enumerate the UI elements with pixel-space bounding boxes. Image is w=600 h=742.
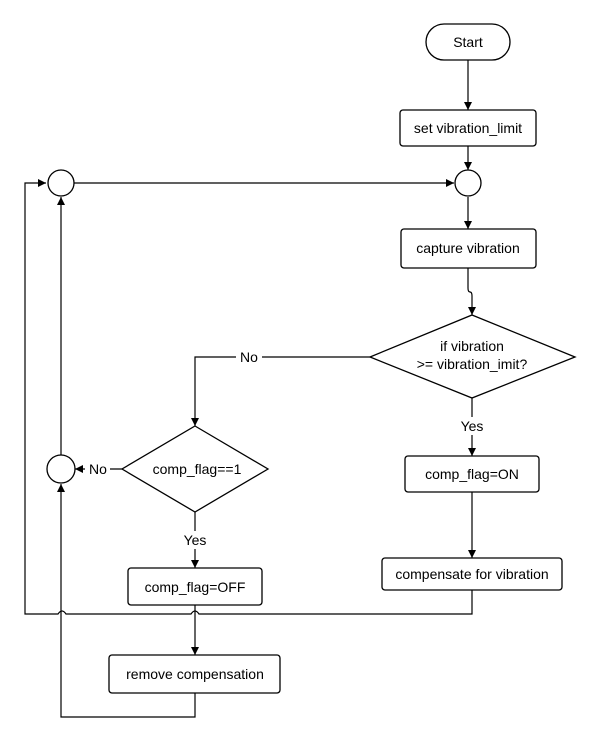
comp-off-box: comp_flag=OFF	[127, 567, 263, 606]
decision-vibration: if vibration >= vibration_imit?	[368, 314, 577, 399]
set-limit-box: set vibration_limit	[399, 109, 537, 147]
decision-flag: comp_flag==1	[120, 425, 270, 513]
edge-vibration-no	[191, 356, 370, 426]
comp-on-label: comp_flag=ON	[425, 466, 519, 482]
edge-capture-to-decision	[467, 268, 476, 315]
compensate-box: compensate for vibration	[381, 557, 563, 591]
remove-label: remove compensation	[126, 666, 264, 682]
edges	[24, 60, 476, 718]
edge-labels: No Yes No Yes	[85, 348, 486, 549]
edge-label-vibration-yes: Yes	[461, 418, 484, 434]
edge-remove-to-lower-junction	[57, 484, 196, 718]
edge-label-flag-yes: Yes	[184, 532, 207, 548]
start-node: Start	[425, 23, 511, 61]
junction-lower-left	[46, 454, 76, 484]
edge-label-vibration-no: No	[240, 349, 258, 365]
capture-label: capture vibration	[416, 240, 520, 256]
edge-label-flag-no: No	[89, 461, 107, 477]
decision-vibration-line1: if vibration	[440, 338, 504, 354]
comp-off-label: comp_flag=OFF	[145, 579, 246, 595]
start-label: Start	[453, 34, 483, 50]
compensate-label: compensate for vibration	[395, 566, 548, 582]
decision-flag-label: comp_flag==1	[153, 461, 242, 477]
junction-right	[454, 169, 482, 197]
set-limit-label: set vibration_limit	[414, 120, 522, 136]
capture-box: capture vibration	[400, 228, 537, 269]
remove-box: remove compensation	[108, 654, 281, 694]
decision-vibration-line2: >= vibration_imit?	[417, 356, 528, 372]
junction-upper-left	[47, 169, 75, 197]
comp-on-box: comp_flag=ON	[404, 455, 540, 493]
edge-compensate-loop-back	[24, 179, 473, 615]
